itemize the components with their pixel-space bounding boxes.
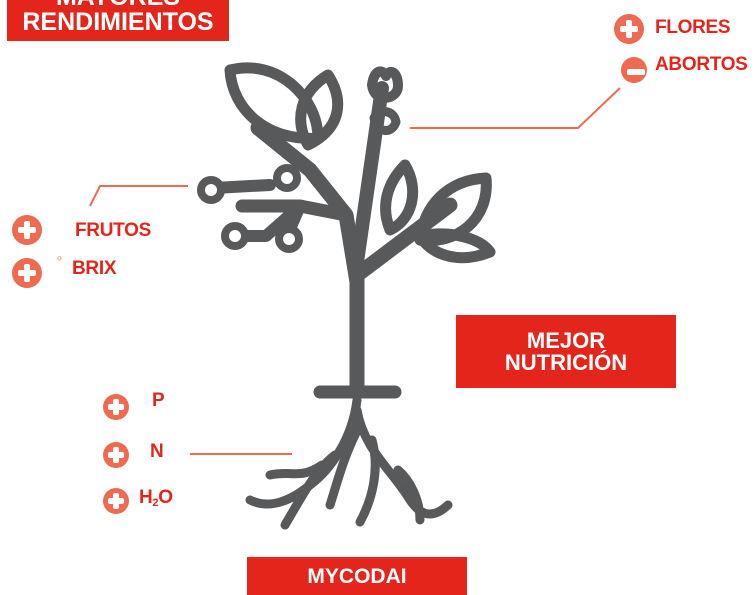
plus-circle-icon: [614, 14, 644, 44]
h2o-o: O: [158, 487, 173, 508]
title-line-1: MAYORES: [56, 0, 180, 10]
label-n: N: [150, 441, 164, 462]
mycodai-label: MYCODAI: [307, 564, 407, 588]
box-mejor-nutricion: MEJOR NUTRICIÓN: [456, 315, 676, 388]
box-line-2: NUTRICIÓN: [504, 349, 628, 375]
leader-line-frutos: [89, 185, 188, 207]
h2o-h: H: [139, 487, 153, 508]
leader-line-flores: [410, 87, 621, 129]
label-abortos: ABORTOS: [655, 54, 748, 75]
roots: [245, 395, 453, 530]
minus-circle-icon: [621, 57, 647, 83]
box-mycodai: MYCODAI: [247, 557, 467, 595]
title-line-2: RENDIMIENTOS: [22, 7, 214, 36]
label-flores: FLORES: [655, 17, 731, 38]
label-h2o: H2O: [139, 487, 173, 509]
title-box-mayores-rendimientos: MAYORES RENDIMIENTOS: [7, 0, 229, 41]
fruits: [197, 164, 303, 253]
leaves: [224, 62, 496, 264]
box-line-1: MEJOR: [526, 327, 606, 353]
label-p: P: [152, 390, 165, 411]
flower-bud: [367, 66, 403, 135]
leader-lines: [89, 87, 621, 455]
h2o-subscript: 2: [152, 497, 159, 509]
plus-circle-icon: [103, 394, 129, 420]
label-frutos: FRUTOS: [75, 220, 151, 241]
plus-circle-icon: [12, 215, 42, 245]
brix-degree-marker: º: [57, 253, 62, 268]
plus-circle-icon: [103, 442, 129, 468]
label-brix: BRIX: [72, 258, 117, 279]
plus-circle-icon: [12, 258, 42, 288]
plus-circle-icon: [103, 488, 129, 514]
